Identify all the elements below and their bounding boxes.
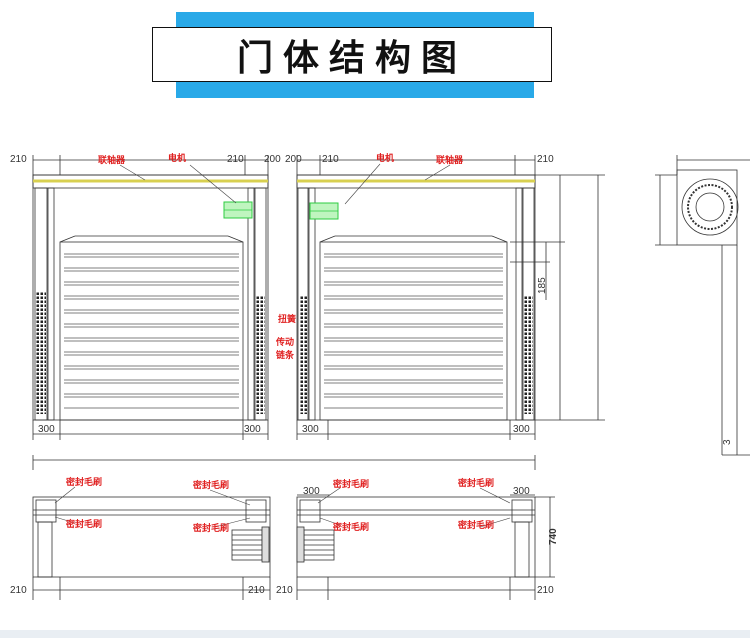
dim-plan-right-210b: 210 xyxy=(537,585,554,596)
dim-plan-right-300: 300 xyxy=(303,486,320,497)
label-seal-brush-1: 密封毛刷 xyxy=(65,476,102,488)
left-door-elevation xyxy=(32,155,269,440)
dim-right-top-210: 210 xyxy=(322,154,339,165)
dim-740: 740 xyxy=(548,528,559,545)
dim-plan-right-300b: 300 xyxy=(513,486,530,497)
dim-plan-left-210b: 210 xyxy=(248,585,265,596)
dim-plan-left-210: 210 xyxy=(10,585,27,596)
label-coupler-right: 联轴器 xyxy=(436,154,464,166)
dim-right-top-200: 200 xyxy=(285,154,302,165)
bottom-strip xyxy=(0,630,750,638)
left-plan-motor-block xyxy=(231,526,270,563)
dim-right-bottom-300b: 300 xyxy=(513,424,530,435)
left-curtain-slats xyxy=(64,253,239,409)
dim-185: 185 xyxy=(537,277,548,294)
label-seal-brush-7: 密封毛刷 xyxy=(457,477,494,489)
dim-right-bottom-300: 300 xyxy=(302,424,319,435)
label-chain-1: 传动 xyxy=(275,336,294,348)
side-section-view xyxy=(655,155,750,456)
dim-left-bottom-300b: 300 xyxy=(244,424,261,435)
dim-plan-right-210: 210 xyxy=(276,585,293,596)
right-plan-view xyxy=(296,494,555,600)
dim-left-top-210: 210 xyxy=(10,154,27,165)
label-coupler-left: 联轴器 xyxy=(98,154,126,166)
dim-right-top-210b: 210 xyxy=(537,154,554,165)
label-motor-left: 电机 xyxy=(168,152,186,164)
dim-side-3: 3 xyxy=(722,439,733,445)
dim-left-top-200: 200 xyxy=(264,154,281,165)
label-seal-brush-8: 密封毛刷 xyxy=(457,519,494,531)
right-curtain-slats xyxy=(324,253,503,409)
right-plan-motor-block xyxy=(296,526,335,563)
overall-width-dimension xyxy=(32,455,536,470)
label-seal-brush-4: 密封毛刷 xyxy=(192,522,229,534)
label-motor-right: 电机 xyxy=(376,152,394,164)
label-spring: 扭簧 xyxy=(278,313,296,325)
label-seal-brush-3: 密封毛刷 xyxy=(192,479,229,491)
title-banner: 门体结构图 xyxy=(152,27,552,82)
label-chain-2: 链条 xyxy=(276,349,295,361)
left-plan-view xyxy=(32,496,271,600)
dim-left-bottom-300: 300 xyxy=(38,424,55,435)
page-title: 门体结构图 xyxy=(236,36,467,79)
label-seal-brush-6: 密封毛刷 xyxy=(332,521,369,533)
right-door-elevation xyxy=(296,155,605,440)
label-seal-brush-2: 密封毛刷 xyxy=(65,518,102,530)
dim-left-top-210b: 210 xyxy=(227,154,244,165)
label-seal-brush-5: 密封毛刷 xyxy=(332,478,369,490)
